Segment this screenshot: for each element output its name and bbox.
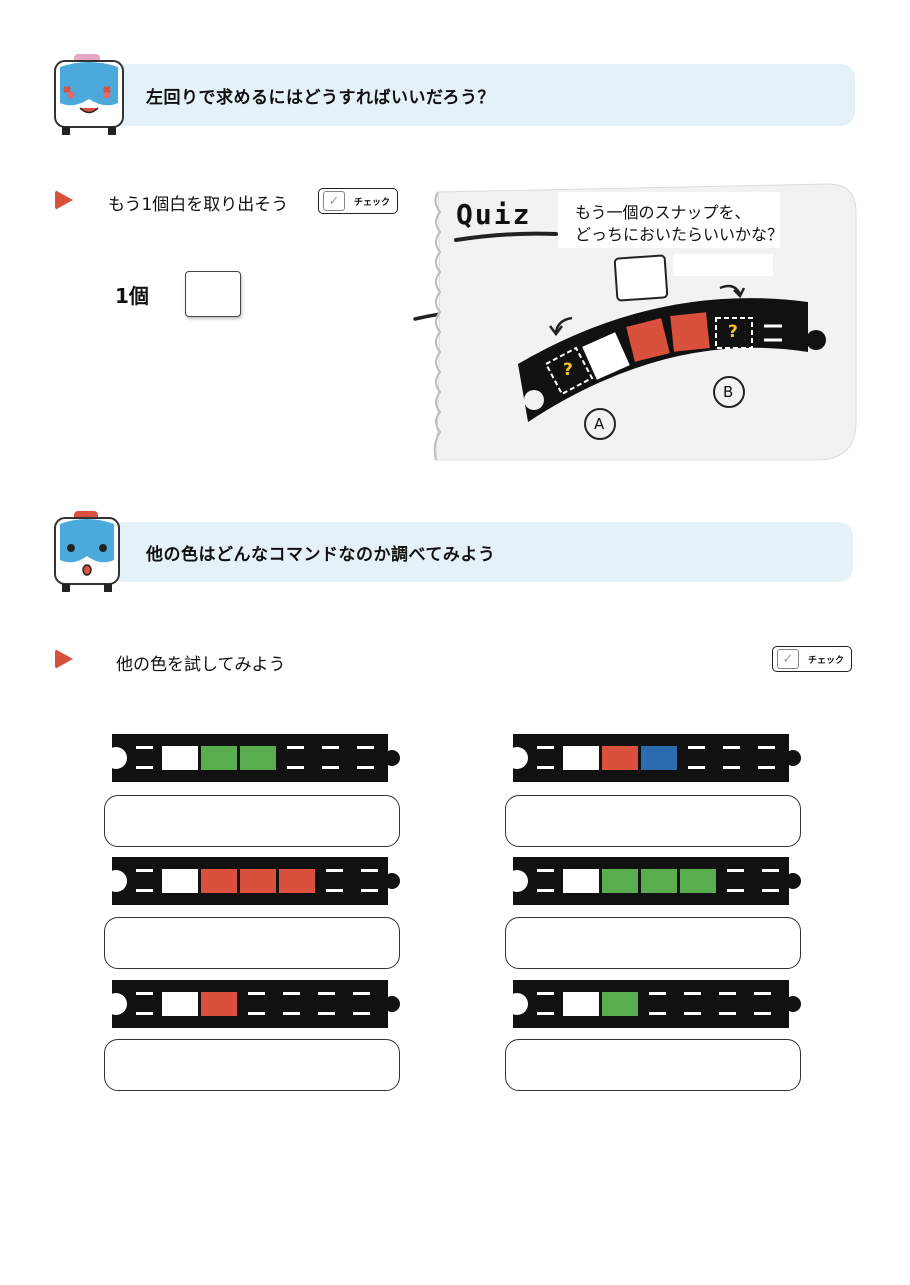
step-bullet-icon — [55, 649, 73, 669]
answer-box-3[interactable] — [104, 917, 400, 969]
snap-white — [162, 992, 198, 1016]
mascot-surprised-icon — [54, 511, 120, 592]
snap-white — [563, 869, 599, 893]
answer-box-5[interactable] — [104, 1039, 400, 1091]
banner-question: 左回りで求めるにはどうすればいいだろう？ — [110, 64, 855, 126]
quiz-question-line2: どっちにおいたらいいかな？ — [575, 225, 784, 244]
snap-red — [240, 869, 276, 893]
snap-white — [162, 746, 198, 770]
mascot-happy-icon — [54, 54, 124, 135]
quiz-question-line1: もう一個のスナップを、 — [575, 203, 751, 222]
track-1 — [110, 734, 400, 782]
answer-box-4[interactable] — [505, 917, 801, 969]
snap-green — [240, 746, 276, 770]
check-button[interactable]: ✓ チェック — [318, 188, 398, 214]
answer-box-1[interactable] — [104, 795, 400, 847]
snap-green — [602, 869, 638, 893]
snap-red — [201, 992, 237, 1016]
answer-box-6[interactable] — [505, 1039, 801, 1091]
snap-green — [680, 869, 716, 893]
snap-red — [201, 869, 237, 893]
quiz-card: Quiz もう一個のスナップを、 どっちにおいたらいいかな？ ? ? A B — [428, 182, 858, 462]
step-bullet-icon — [55, 190, 73, 210]
count-label: 1個 — [115, 284, 149, 308]
step-2-text: 他の色を試してみよう — [116, 655, 286, 675]
step-1-text: もう1個白を取り出そう — [108, 195, 289, 215]
snap-green — [602, 992, 638, 1016]
snap-green — [201, 746, 237, 770]
track-3 — [110, 857, 400, 905]
white-snap-tile — [185, 271, 241, 317]
curved-track-illustration — [518, 254, 826, 440]
unknown-mark-a: ? — [563, 360, 573, 380]
checkbox-icon[interactable]: ✓ — [777, 649, 799, 669]
check-button-label: チェック — [808, 655, 845, 666]
option-a-label: A — [594, 415, 605, 433]
snap-red — [279, 869, 315, 893]
quiz-title: Quiz — [456, 198, 532, 231]
track-5 — [110, 980, 400, 1028]
snap-green — [641, 869, 677, 893]
unknown-mark-b: ? — [728, 322, 738, 342]
banner-explore-text: 他の色はどんなコマンドなのか調べてみよう — [146, 544, 496, 565]
track-6 — [511, 980, 801, 1028]
snap-blue — [641, 746, 677, 770]
banner-question-text: 左回りで求めるにはどうすればいいだろう？ — [146, 87, 495, 108]
banner-explore: 他の色はどんなコマンドなのか調べてみよう — [110, 522, 853, 582]
check-button-label: チェック — [354, 197, 391, 208]
snap-white — [162, 869, 198, 893]
snap-white — [563, 992, 599, 1016]
checkbox-icon[interactable]: ✓ — [323, 191, 345, 211]
answer-box-2[interactable] — [505, 795, 801, 847]
snap-red — [602, 746, 638, 770]
track-4 — [511, 857, 801, 905]
check-button[interactable]: ✓ チェック — [772, 646, 852, 672]
track-2 — [511, 734, 801, 782]
snap-white — [563, 746, 599, 770]
option-b-label: B — [723, 383, 734, 401]
